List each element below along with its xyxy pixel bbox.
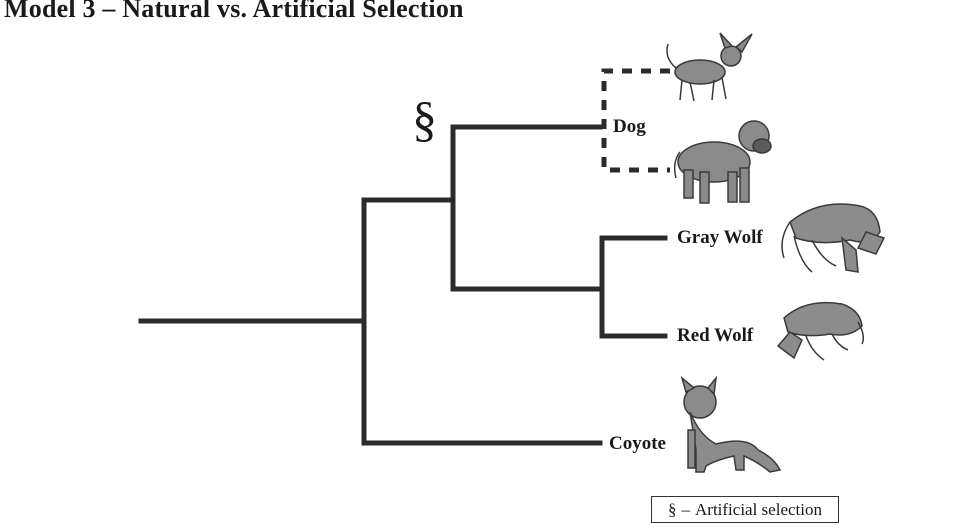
artificial-selection-marker: § xyxy=(412,91,437,147)
page-title: Model 3 – Natural vs. Artificial Selecti… xyxy=(4,0,464,23)
taxon-label-gray-wolf: Gray Wolf xyxy=(677,227,763,248)
mastiff-icon xyxy=(673,120,772,204)
legend-symbol: § xyxy=(668,499,677,519)
legend-box: § – Artificial selection xyxy=(651,496,839,523)
taxon-label-red-wolf: Red Wolf xyxy=(677,325,754,346)
legend-dash: – xyxy=(681,499,691,519)
taxon-label-dog: Dog xyxy=(613,116,646,137)
taxon-label-coyote: Coyote xyxy=(609,433,666,454)
gray-wolf-icon xyxy=(781,203,886,273)
red-wolf-icon xyxy=(776,301,865,361)
legend-text: Artificial selection xyxy=(695,499,822,519)
coyote-icon xyxy=(680,375,782,473)
dog-breed-bracket xyxy=(601,68,670,173)
chihuahua-icon xyxy=(666,32,753,102)
